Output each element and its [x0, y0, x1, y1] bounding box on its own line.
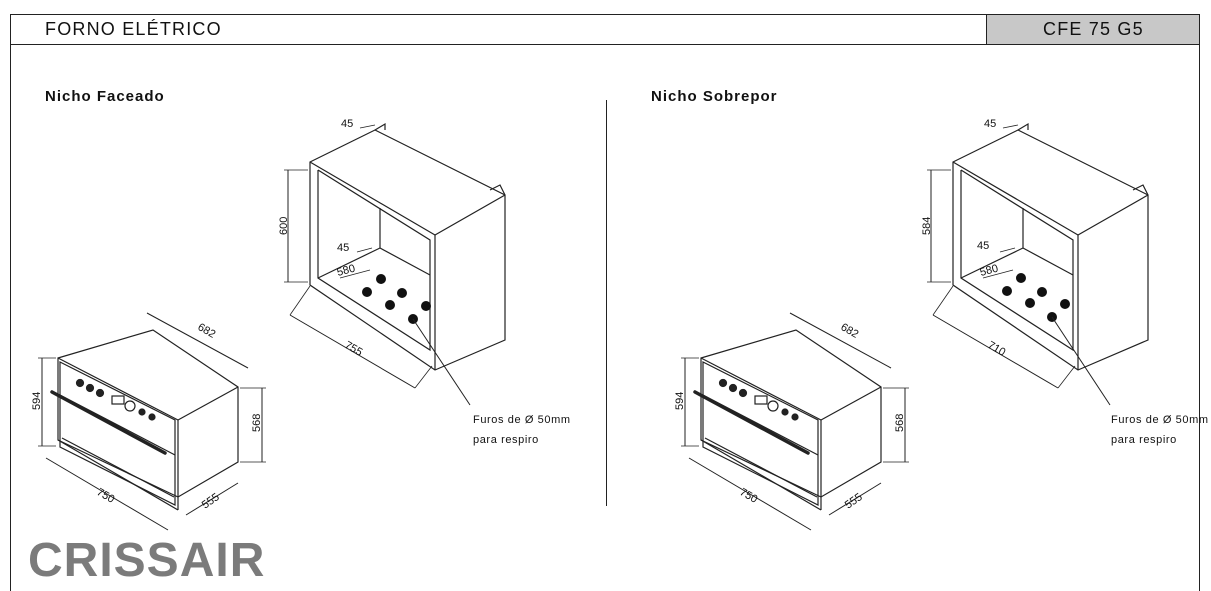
dim-niche-top-depth: 45 — [341, 118, 353, 130]
note-holes-line2-right: para respiro — [1111, 434, 1177, 446]
dim-niche-width: 755 — [343, 339, 365, 359]
model-code: CFE 75 G5 — [1043, 19, 1144, 39]
note-holes-line2: para respiro — [473, 434, 539, 446]
dim-oven-depth-2: 682 — [839, 321, 861, 341]
dim-niche-inner-depth-top-2: 45 — [977, 240, 989, 252]
note-holes-line1-right: Furos de Ø 50mm — [1111, 414, 1209, 426]
section-title-faceado: Nicho Faceado — [45, 88, 165, 105]
dim-niche-height: 600 — [278, 217, 290, 235]
dim-niche-inner-depth-2: 580 — [979, 263, 1000, 279]
dim-niche-top-depth-2: 45 — [984, 118, 996, 130]
dim-oven-depth: 682 — [196, 321, 218, 341]
section-title-sobrepor: Nicho Sobrepor — [651, 88, 778, 105]
dim-oven-width-2: 750 — [738, 486, 760, 506]
dim-oven-width: 750 — [95, 486, 117, 506]
dim-niche-inner-depth: 580 — [336, 263, 357, 279]
dim-oven-front-height-2: 594 — [674, 392, 686, 410]
dim-niche-width-2: 710 — [986, 339, 1008, 359]
dim-niche-height-2: 584 — [921, 217, 933, 235]
dim-oven-front-height: 594 — [31, 392, 43, 410]
dim-niche-inner-depth-top: 45 — [337, 242, 349, 254]
oven-faceado-drawing: 682 594 568 750 555 — [31, 312, 266, 531]
brand-logo: CRISSAIR — [28, 534, 266, 587]
dim-oven-body-height-2: 568 — [894, 414, 906, 432]
header-bar: FORNO ELÉTRICO CFE 75 G5 — [10, 14, 1200, 45]
product-type-title: FORNO ELÉTRICO — [45, 19, 222, 39]
niche-sobrepor-drawing: 45 584 45 580 710 — [921, 118, 1149, 406]
niche-faceado-drawing: 45 600 45 580 755 Furos de Ø 50mm para r… — [278, 118, 571, 446]
dim-oven-side-depth: 555 — [200, 491, 222, 511]
note-holes-line1: Furos de Ø 50mm — [473, 414, 571, 426]
section-divider — [606, 100, 607, 506]
oven-sobrepor-drawing: 682 594 568 750 555 — [674, 312, 909, 531]
dim-oven-side-depth-2: 555 — [843, 491, 865, 511]
dim-oven-body-height: 568 — [251, 414, 263, 432]
model-box: CFE 75 G5 — [986, 15, 1199, 44]
